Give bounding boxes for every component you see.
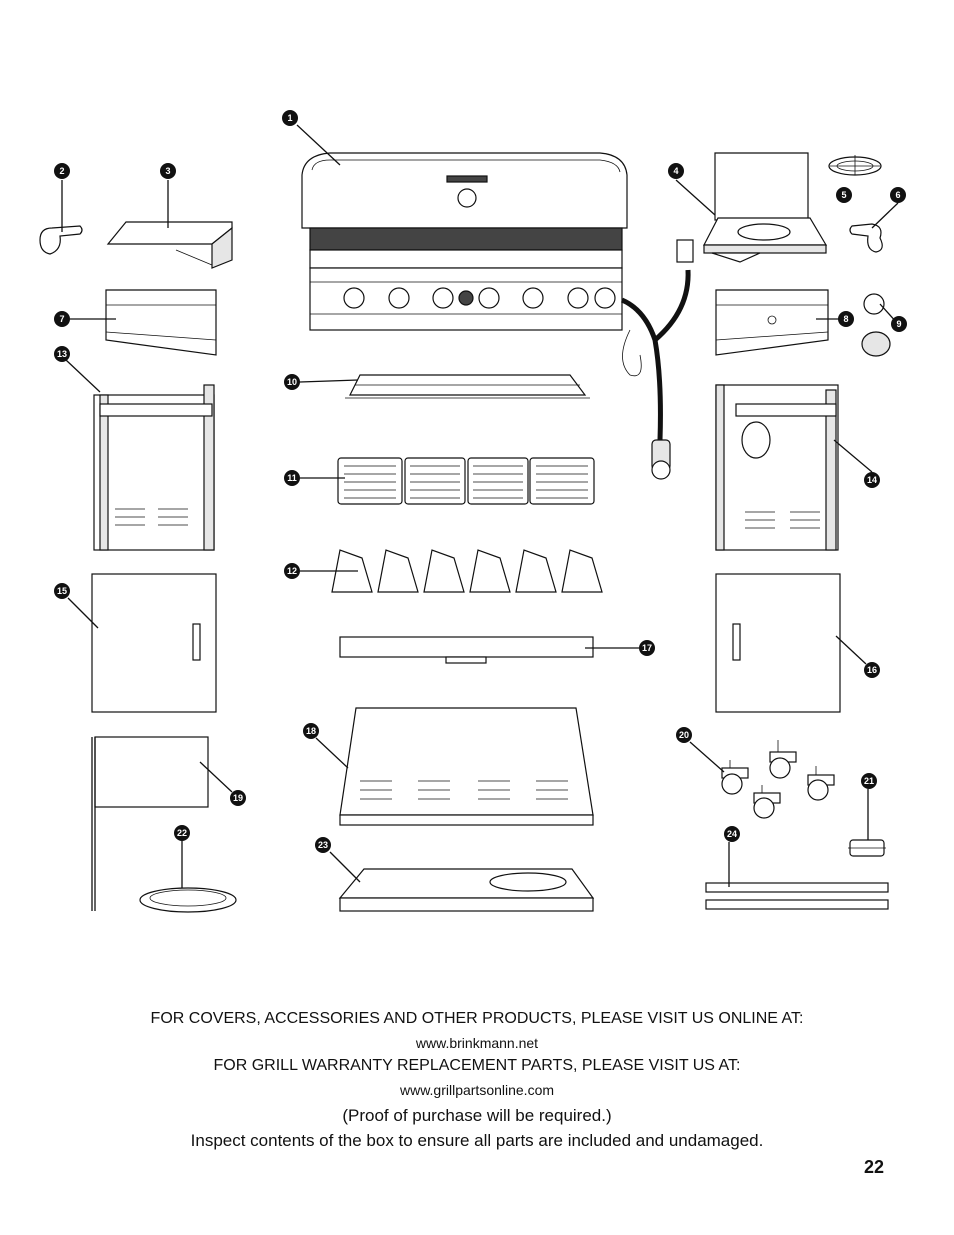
- footer-proof-note: (Proof of purchase will be required.): [342, 1106, 612, 1125]
- callouts: 1 2 3 4 5 6 7 8 9 10 11 12 13 14 15 16 1…: [54, 110, 907, 853]
- callout-20: 20: [676, 727, 692, 743]
- callout-16: 16: [864, 662, 880, 678]
- svg-text:1: 1: [287, 113, 292, 123]
- svg-text:10: 10: [287, 377, 297, 387]
- callout-19: 19: [230, 790, 246, 806]
- part-rear-panel: [339, 707, 594, 826]
- svg-text:14: 14: [867, 475, 877, 485]
- part-bottom-shelf: [338, 868, 595, 912]
- part-warming-rack: [345, 374, 590, 399]
- svg-text:2: 2: [59, 166, 64, 176]
- svg-text:13: 13: [57, 349, 67, 359]
- footer-accessories-notice: FOR COVERS, ACCESSORIES AND OTHER PRODUC…: [150, 1010, 804, 1027]
- svg-text:20: 20: [679, 730, 689, 740]
- callout-9: 9: [891, 316, 907, 332]
- part-left-shelf: [106, 221, 233, 269]
- svg-text:8: 8: [843, 314, 848, 324]
- part-tank-ring: [139, 887, 237, 913]
- part-right-door: [715, 573, 841, 713]
- callout-21: 21: [861, 773, 877, 789]
- svg-text:3: 3: [165, 166, 170, 176]
- footer-brinkmann-url[interactable]: www.brinkmann.net: [415, 1035, 539, 1051]
- footer-grillparts-url[interactable]: www.grillpartsonline.com: [399, 1082, 555, 1098]
- svg-text:17: 17: [642, 643, 652, 653]
- callout-3: 3: [160, 163, 176, 179]
- callout-10: 10: [284, 374, 300, 390]
- svg-text:6: 6: [895, 190, 900, 200]
- svg-text:5: 5: [841, 190, 846, 200]
- callout-13: 13: [54, 346, 70, 362]
- callout-17: 17: [639, 640, 655, 656]
- callout-11: 11: [284, 470, 300, 486]
- callout-5: 5: [836, 187, 852, 203]
- part-grease-tray: [339, 636, 594, 664]
- part-left-cart-side: [93, 384, 215, 551]
- footer-inspect-note: Inspect contents of the box to ensure al…: [190, 1131, 764, 1150]
- svg-text:18: 18: [306, 726, 316, 736]
- svg-text:12: 12: [287, 566, 297, 576]
- svg-text:9: 9: [896, 319, 901, 329]
- callout-8: 8: [838, 311, 854, 327]
- svg-text:19: 19: [233, 793, 243, 803]
- part-right-panel: [715, 289, 829, 356]
- part-heat-tents: [331, 549, 603, 593]
- part-side-knob: [861, 293, 891, 357]
- part-cross-braces: [705, 882, 889, 910]
- part-tank-door: [91, 736, 209, 911]
- callout-18: 18: [303, 723, 319, 739]
- page-number: 22: [863, 1157, 884, 1177]
- svg-text:4: 4: [673, 166, 678, 176]
- callout-4: 4: [668, 163, 684, 179]
- part-side-burner: [703, 152, 828, 263]
- part-right-cart-side: [715, 384, 839, 551]
- part-left-door: [91, 573, 217, 713]
- callout-2: 2: [54, 163, 70, 179]
- part-knob-right: [849, 223, 883, 253]
- svg-text:11: 11: [287, 473, 297, 483]
- callout-7: 7: [54, 311, 70, 327]
- part-burner-grate: [828, 155, 882, 176]
- callout-22: 22: [174, 825, 190, 841]
- parts-diagram: 1 2 3 4 5 6 7 8 9 10 11 12 13 14 15 16 1…: [39, 110, 907, 913]
- callout-1: 1: [282, 110, 298, 126]
- footer-warranty-notice: FOR GRILL WARRANTY REPLACEMENT PARTS, PL…: [213, 1057, 741, 1074]
- leader-lines: [61, 124, 899, 888]
- part-igniter: [848, 839, 886, 857]
- svg-text:24: 24: [727, 829, 737, 839]
- callout-24: 24: [724, 826, 740, 842]
- callout-14: 14: [864, 472, 880, 488]
- part-knob-left: [39, 225, 83, 255]
- svg-text:16: 16: [867, 665, 877, 675]
- svg-text:23: 23: [318, 840, 328, 850]
- callout-23: 23: [315, 837, 331, 853]
- callout-6: 6: [890, 187, 906, 203]
- part-casters: [721, 740, 835, 819]
- part-grill-head: [301, 152, 628, 331]
- svg-text:21: 21: [864, 776, 874, 786]
- part-hose-regulator: [620, 239, 694, 480]
- svg-text:22: 22: [177, 828, 187, 838]
- svg-text:7: 7: [59, 314, 64, 324]
- part-cooking-grates: [337, 457, 595, 505]
- part-left-panel: [105, 289, 217, 356]
- svg-text:15: 15: [57, 586, 67, 596]
- callout-12: 12: [284, 563, 300, 579]
- callout-15: 15: [54, 583, 70, 599]
